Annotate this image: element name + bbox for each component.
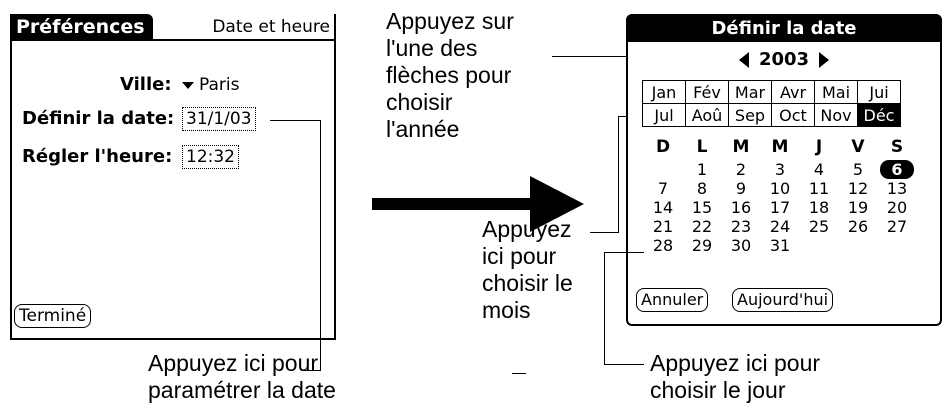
month-cell[interactable]: Mar	[728, 80, 772, 104]
time-label: Régler l'heure:	[22, 146, 173, 167]
leader-date-h2	[303, 370, 321, 371]
city-label: Ville:	[120, 74, 172, 95]
day-cell[interactable]: 25	[808, 217, 830, 236]
callout-set-date: Appuyez ici pour paramétrer la date	[148, 350, 336, 403]
date-label: Définir la date:	[22, 108, 175, 129]
day-cell[interactable]: 5	[852, 160, 864, 179]
day-cell[interactable]: 15	[691, 198, 713, 217]
month-cell[interactable]: Aoû	[685, 103, 729, 127]
weekday-label: D	[655, 137, 671, 157]
day-cell[interactable]: 7	[657, 179, 669, 198]
city-value[interactable]: Paris	[199, 75, 240, 95]
day-cell[interactable]: 4	[813, 160, 825, 179]
dash-mark	[512, 373, 526, 374]
month-cell[interactable]: Jui	[857, 80, 901, 104]
day-cell[interactable]: 11	[808, 179, 830, 198]
leader-day-h	[604, 252, 644, 253]
day-cell[interactable]: 31	[769, 236, 791, 255]
day-cell[interactable]: 20	[886, 198, 908, 217]
month-cell[interactable]: Sep	[728, 103, 772, 127]
arrow-right-icon	[372, 176, 584, 232]
month-cell[interactable]: Jan	[642, 80, 686, 104]
callout-year-arrows: Appuyez sur l'une des flèches pour chois…	[386, 8, 514, 142]
month-cell[interactable]: Jul	[642, 103, 686, 127]
city-dropdown-arrow-icon[interactable]	[182, 82, 194, 89]
previous-year-arrow-icon[interactable]	[738, 52, 749, 68]
day-cell[interactable]: 9	[735, 179, 747, 198]
day-cell[interactable]: 21	[652, 217, 674, 236]
weekday-label: L	[696, 137, 708, 157]
weekday-label: M	[771, 137, 789, 157]
leader-date-h	[270, 120, 320, 121]
day-cell[interactable]: 18	[808, 198, 830, 217]
time-field[interactable]: 12:32	[182, 145, 239, 169]
weekday-label: J	[815, 137, 823, 157]
next-year-arrow-icon[interactable]	[819, 52, 830, 68]
weekday-label: V	[851, 137, 865, 157]
weekday-label: M	[732, 137, 750, 157]
title-divider	[12, 39, 334, 41]
day-cell[interactable]: 29	[691, 236, 713, 255]
day-cell[interactable]: 6	[880, 160, 914, 179]
year-value: 2003	[758, 49, 810, 70]
year-selector: 2003	[628, 48, 940, 72]
leader-year	[552, 56, 630, 57]
day-cell[interactable]: 24	[769, 217, 791, 236]
day-cell[interactable]: 26	[847, 217, 869, 236]
month-cell[interactable]: Avr	[771, 80, 815, 104]
day-cell[interactable]: 22	[691, 217, 713, 236]
month-cell[interactable]: Mai	[814, 80, 858, 104]
leader-month-v	[618, 116, 619, 233]
day-cell[interactable]: 23	[730, 217, 752, 236]
month-cell[interactable]: Déc	[857, 103, 901, 127]
leader-month-h	[590, 232, 618, 233]
dialog-title: Définir la date	[628, 16, 940, 42]
callout-day: Appuyez ici pour choisir le jour	[650, 350, 821, 403]
day-cell[interactable]: 8	[696, 179, 708, 198]
cancel-button[interactable]: Annuler	[636, 288, 709, 312]
leader-date-v	[320, 120, 321, 370]
done-button[interactable]: Terminé	[14, 304, 92, 328]
date-field[interactable]: 31/1/03	[182, 107, 256, 131]
preferences-screen: Préférences Date et heure Ville: Paris D…	[10, 14, 336, 340]
day-cell[interactable]: 12	[847, 179, 869, 198]
leader-day-h2	[604, 364, 644, 365]
day-cell[interactable]: 2	[735, 160, 747, 179]
leader-day-v	[604, 252, 605, 364]
day-cell[interactable]: 17	[769, 198, 791, 217]
day-cell[interactable]: 1	[696, 160, 708, 179]
panel-title[interactable]: Date et heure	[212, 17, 330, 37]
day-cell[interactable]: 28	[652, 236, 674, 255]
day-cell[interactable]: 16	[730, 198, 752, 217]
day-cell[interactable]: 13	[886, 179, 908, 198]
month-cell[interactable]: Nov	[814, 103, 858, 127]
app-title-tab[interactable]: Préférences	[12, 14, 153, 40]
day-cell[interactable]: 14	[652, 198, 674, 217]
day-cell[interactable]: 10	[769, 179, 791, 198]
callout-month: Appuyez ici pour choisir le mois	[482, 216, 573, 323]
day-cell[interactable]: 3	[774, 160, 786, 179]
weekday-label: S	[890, 137, 904, 157]
day-cell[interactable]: 30	[730, 236, 752, 255]
day-cell[interactable]: 27	[886, 217, 908, 236]
day-cell[interactable]: 19	[847, 198, 869, 217]
month-cell[interactable]: Oct	[771, 103, 815, 127]
month-cell[interactable]: Fév	[685, 80, 729, 104]
today-button[interactable]: Aujourd'hui	[732, 288, 834, 312]
